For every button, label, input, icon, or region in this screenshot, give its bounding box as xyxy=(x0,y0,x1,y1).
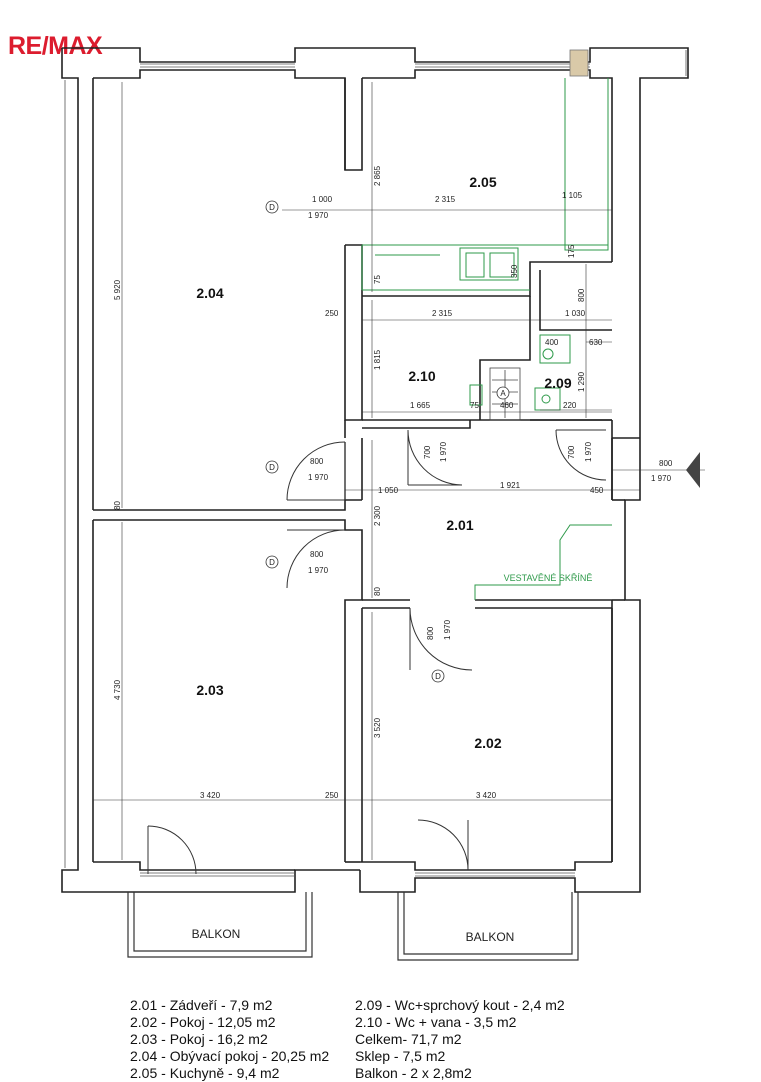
dim-2315: 2 315 xyxy=(432,309,453,318)
dim-1815: 1 815 xyxy=(373,349,382,370)
room-label-2-01: 2.01 xyxy=(446,517,473,533)
dim-700: 700 xyxy=(567,445,576,459)
dim-1665: 1 665 xyxy=(410,401,431,410)
legend-item: 2.02 - Pokoj - 12,05 m2 xyxy=(130,1014,276,1030)
dim-1105: 1 105 xyxy=(562,191,583,200)
dim-2315: 2 315 xyxy=(435,195,456,204)
balcony-label-right: BALKON xyxy=(466,930,515,944)
dim-800: 800 xyxy=(577,288,586,302)
room-label-2-05: 2.05 xyxy=(469,174,496,190)
room-label-2-04: 2.04 xyxy=(196,285,223,301)
dim-460: 460 xyxy=(500,401,514,410)
door-markers xyxy=(265,200,510,683)
room-label-2-09: 2.09 xyxy=(544,375,571,391)
dim-220: 220 xyxy=(563,401,577,410)
interior-walls xyxy=(93,78,613,863)
dim-250: 250 xyxy=(325,309,339,318)
dim-1970: 1 970 xyxy=(308,473,329,482)
dim-1290: 1 290 xyxy=(577,371,586,392)
dim-1970: 1 970 xyxy=(308,566,329,575)
dim-1030: 1 030 xyxy=(565,309,586,318)
dim-1970: 1 970 xyxy=(651,474,672,483)
legend-item: 2.09 - Wc+sprchový kout - 2,4 m2 xyxy=(355,997,565,1013)
built-in-wardrobe-label: VESTAVĚNÉ SKŘÍNĚ xyxy=(504,573,593,583)
room-label-2-10: 2.10 xyxy=(408,368,435,384)
balconies xyxy=(127,892,579,961)
dim-80: 80 xyxy=(373,587,382,596)
shaft xyxy=(489,367,521,421)
legend-item: 2.10 - Wc + vana - 3,5 m2 xyxy=(355,1014,517,1030)
dim-800: 800 xyxy=(310,550,324,559)
door-mark-d: D xyxy=(269,463,275,472)
dim-75: 75 xyxy=(470,401,479,410)
dim-2300: 2 300 xyxy=(373,505,382,526)
dim-800: 800 xyxy=(426,626,435,640)
dim-80: 80 xyxy=(113,501,122,510)
built-in-fixtures xyxy=(361,78,612,600)
legend-left: 2.01 - Zádveří - 7,9 m2 2.02 - Pokoj - 1… xyxy=(130,997,329,1082)
dim-3520: 3 520 xyxy=(373,717,382,738)
balcony-label-left: BALKON xyxy=(192,927,241,941)
dim-1970: 1 970 xyxy=(308,211,329,220)
dim-1050: 1 050 xyxy=(378,486,399,495)
dim-700: 700 xyxy=(423,445,432,459)
legend-item: 2.04 - Obývací pokoj - 20,25 m2 xyxy=(130,1048,330,1064)
legend-item: 2.03 - Pokoj - 16,2 m2 xyxy=(130,1031,268,1047)
dim-800: 800 xyxy=(659,459,673,468)
bathroom-fixtures xyxy=(469,334,571,411)
dim-175: 175 xyxy=(567,244,576,258)
dim-1970: 1 970 xyxy=(439,441,448,462)
door-mark-d: D xyxy=(435,672,441,681)
dim-4730: 4 730 xyxy=(113,679,122,700)
dim-1970: 1 970 xyxy=(584,441,593,462)
entrance-arrow-icon xyxy=(686,452,700,488)
mark-a: A xyxy=(500,389,506,398)
dim-2865: 2 865 xyxy=(373,165,382,186)
dim-1970: 1 970 xyxy=(443,619,452,640)
door-mark-d: D xyxy=(269,203,275,212)
dim-3420: 3 420 xyxy=(200,791,221,800)
dim-250: 250 xyxy=(325,791,339,800)
door-mark-d: D xyxy=(269,558,275,567)
legend-item: 2.01 - Zádveří - 7,9 m2 xyxy=(130,997,273,1013)
dim-75: 75 xyxy=(373,275,382,284)
dim-400: 400 xyxy=(545,338,559,347)
dimension-lines xyxy=(93,82,705,860)
dim-1000: 1 000 xyxy=(312,195,333,204)
room-label-2-03: 2.03 xyxy=(196,682,223,698)
windows xyxy=(64,49,687,877)
legend-item: Sklep - 7,5 m2 xyxy=(355,1048,446,1064)
legend-right: 2.09 - Wc+sprchový kout - 2,4 m2 2.10 - … xyxy=(355,997,565,1082)
dim-1921: 1 921 xyxy=(500,481,521,490)
dim-350: 350 xyxy=(510,264,519,278)
legend-item: Celkem- 71,7 m2 xyxy=(355,1031,462,1047)
dim-3420: 3 420 xyxy=(476,791,497,800)
doors xyxy=(147,429,607,875)
dim-5920: 5 920 xyxy=(113,279,122,300)
room-label-2-02: 2.02 xyxy=(474,735,501,751)
legend-item: 2.05 - Kuchyně - 9,4 m2 xyxy=(130,1065,280,1081)
remax-logo: RE/MAX xyxy=(8,32,103,60)
dim-800: 800 xyxy=(310,457,324,466)
dim-450: 450 xyxy=(590,486,604,495)
dim-630: 630 xyxy=(589,338,603,347)
legend-item: Balkon - 2 x 2,8m2 xyxy=(355,1065,472,1081)
